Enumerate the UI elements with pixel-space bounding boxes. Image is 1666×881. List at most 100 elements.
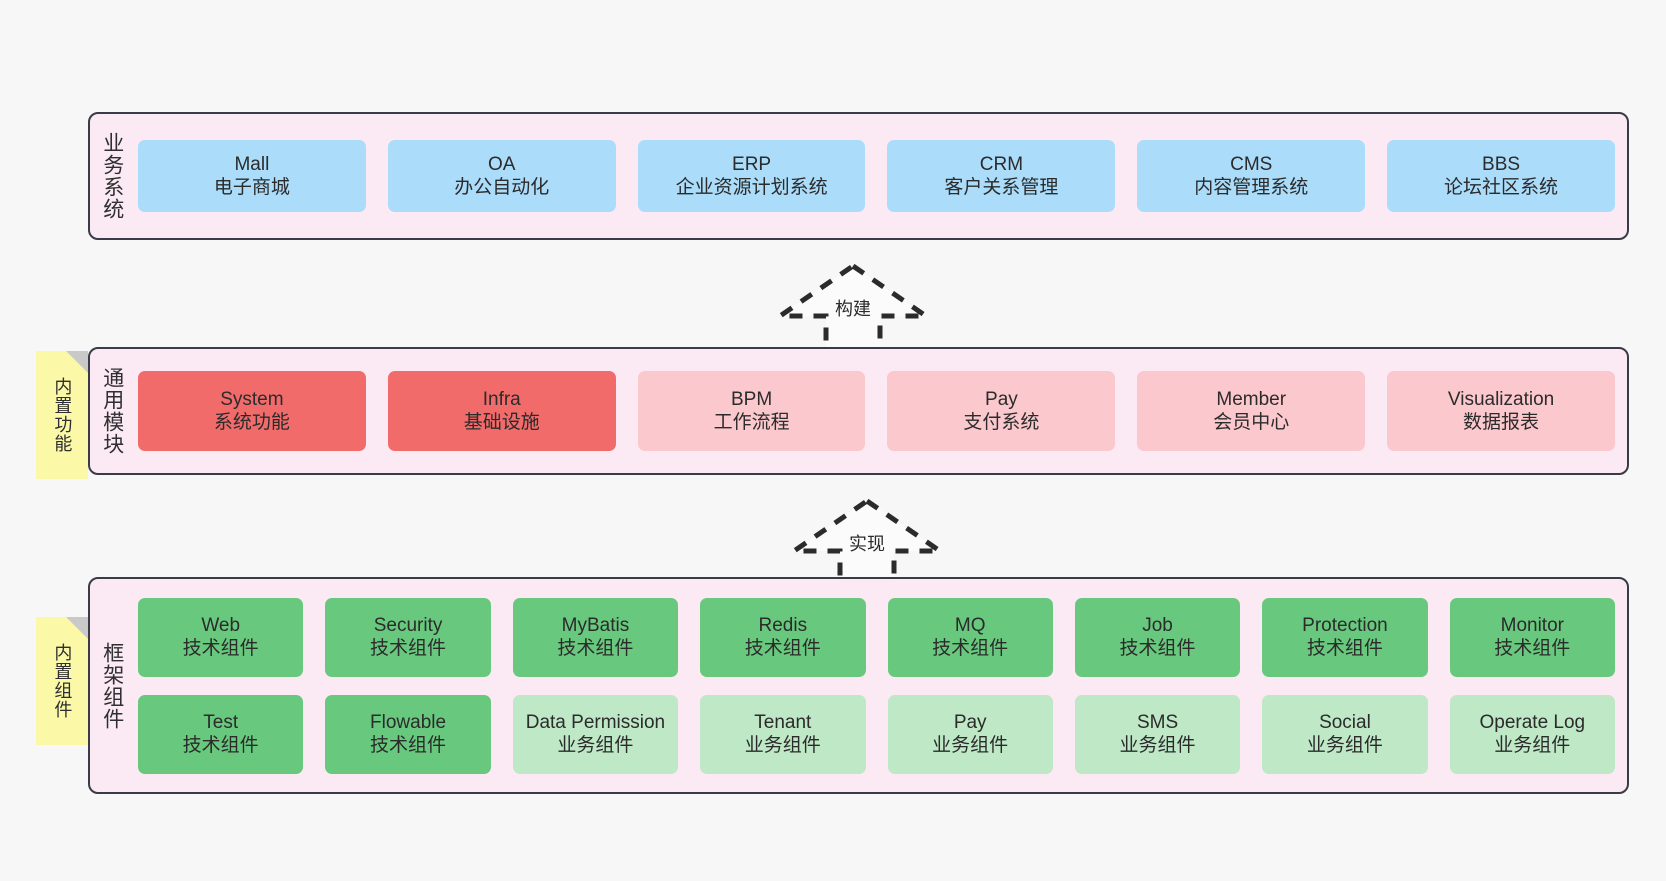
layer-business-system-body: Mall 电子商城 OA 办公自动化 ERP 企业资源计划系统 CRM 客户关系… bbox=[134, 114, 1627, 238]
card-data-permission-cn: 业务组件 bbox=[557, 735, 634, 756]
card-pay-module[interactable]: Pay 支付系统 bbox=[887, 371, 1116, 451]
card-cms[interactable]: CMS 内容管理系统 bbox=[1137, 140, 1366, 212]
layer-common-module-body: System 系统功能 Infra 基础设施 BPM 工作流程 Pay 支付系统… bbox=[134, 349, 1627, 473]
card-tenant[interactable]: Tenant 业务组件 bbox=[700, 694, 866, 774]
layer-framework-component-body: Web 技术组件 Security 技术组件 MyBatis 技术组件 Redi… bbox=[134, 579, 1627, 792]
card-web[interactable]: Web 技术组件 bbox=[138, 597, 304, 677]
card-tenant-en: Tenant bbox=[754, 711, 812, 733]
card-job-en: Job bbox=[1142, 614, 1173, 636]
card-mybatis-cn: 技术组件 bbox=[557, 638, 634, 659]
card-social[interactable]: Social 业务组件 bbox=[1262, 694, 1428, 774]
card-mall[interactable]: Mall 电子商城 bbox=[138, 140, 366, 212]
card-operate-log[interactable]: Operate Log 业务组件 bbox=[1449, 694, 1615, 774]
card-social-en: Social bbox=[1319, 711, 1371, 733]
note-builtin-feature-label: 内置功能 bbox=[52, 377, 73, 453]
card-monitor[interactable]: Monitor 技术组件 bbox=[1449, 597, 1615, 677]
card-erp[interactable]: ERP 企业资源计划系统 bbox=[637, 140, 866, 212]
note-fold-corner-icon bbox=[66, 351, 88, 373]
card-erp-cn: 企业资源计划系统 bbox=[675, 177, 828, 198]
card-visualization-cn: 数据报表 bbox=[1463, 412, 1540, 433]
layer-common-module: 通用模块 System 系统功能 Infra 基础设施 BPM 工作流程 Pay… bbox=[88, 347, 1629, 475]
card-member[interactable]: Member 会员中心 bbox=[1137, 371, 1366, 451]
card-mq-cn: 技术组件 bbox=[932, 638, 1009, 659]
card-erp-en: ERP bbox=[732, 153, 772, 175]
card-bpm[interactable]: BPM 工作流程 bbox=[637, 371, 866, 451]
card-mq[interactable]: MQ 技术组件 bbox=[887, 597, 1053, 677]
card-infra[interactable]: Infra 基础设施 bbox=[387, 371, 616, 451]
card-oa[interactable]: OA 办公自动化 bbox=[387, 140, 616, 212]
card-job[interactable]: Job 技术组件 bbox=[1074, 597, 1241, 677]
card-member-en: Member bbox=[1216, 388, 1287, 410]
note-builtin-component: 内置组件 bbox=[36, 617, 88, 745]
layer-framework-component-label: 框架组件 bbox=[100, 641, 124, 730]
card-monitor-en: Monitor bbox=[1500, 614, 1564, 636]
card-mq-en: MQ bbox=[954, 614, 986, 636]
card-bbs[interactable]: BBS 论坛社区系统 bbox=[1387, 140, 1615, 212]
layer-framework-component: 框架组件 Web 技术组件 Security 技术组件 MyBatis 技术组件… bbox=[88, 577, 1629, 794]
business-card-row: Mall 电子商城 OA 办公自动化 ERP 企业资源计划系统 CRM 客户关系… bbox=[138, 140, 1615, 212]
connector-realize-label: 实现 bbox=[849, 534, 885, 554]
card-security-cn: 技术组件 bbox=[370, 638, 447, 659]
card-web-en: Web bbox=[201, 614, 241, 636]
card-redis[interactable]: Redis 技术组件 bbox=[700, 597, 866, 677]
layer-common-module-label: 通用模块 bbox=[100, 367, 124, 455]
card-bbs-cn: 论坛社区系统 bbox=[1444, 177, 1559, 198]
card-web-cn: 技术组件 bbox=[182, 638, 259, 659]
card-bpm-en: BPM bbox=[730, 388, 773, 410]
card-mybatis-en: MyBatis bbox=[561, 614, 630, 636]
note-fold-corner-icon bbox=[66, 617, 88, 639]
card-sms-en: SMS bbox=[1136, 711, 1179, 733]
card-monitor-cn: 技术组件 bbox=[1494, 638, 1571, 659]
card-sms-cn: 业务组件 bbox=[1119, 735, 1196, 756]
card-pay-module-cn: 支付系统 bbox=[963, 412, 1040, 433]
framework-card-row-1: Web 技术组件 Security 技术组件 MyBatis 技术组件 Redi… bbox=[138, 597, 1615, 677]
card-security-en: Security bbox=[373, 614, 443, 636]
card-data-permission[interactable]: Data Permission 业务组件 bbox=[512, 694, 679, 774]
card-pay-module-en: Pay bbox=[985, 388, 1018, 410]
card-visualization[interactable]: Visualization 数据报表 bbox=[1387, 371, 1615, 451]
card-oa-cn: 办公自动化 bbox=[454, 177, 550, 198]
card-oa-en: OA bbox=[488, 153, 516, 175]
card-system-cn: 系统功能 bbox=[213, 412, 290, 433]
card-redis-en: Redis bbox=[758, 614, 808, 636]
card-bpm-cn: 工作流程 bbox=[713, 412, 790, 433]
card-test-cn: 技术组件 bbox=[182, 735, 259, 756]
card-protection-cn: 技术组件 bbox=[1306, 638, 1383, 659]
card-crm-en: CRM bbox=[979, 153, 1024, 175]
common-card-row: System 系统功能 Infra 基础设施 BPM 工作流程 Pay 支付系统… bbox=[138, 371, 1615, 451]
card-operate-log-cn: 业务组件 bbox=[1494, 735, 1571, 756]
card-flowable-cn: 技术组件 bbox=[370, 735, 447, 756]
card-crm[interactable]: CRM 客户关系管理 bbox=[887, 140, 1116, 212]
card-pay-component-en: Pay bbox=[953, 711, 987, 733]
card-member-cn: 会员中心 bbox=[1213, 412, 1290, 433]
card-test[interactable]: Test 技术组件 bbox=[138, 694, 304, 774]
card-mall-en: Mall bbox=[234, 153, 270, 175]
card-infra-cn: 基础设施 bbox=[463, 412, 540, 433]
card-data-permission-en: Data Permission bbox=[525, 711, 666, 733]
card-mall-cn: 电子商城 bbox=[213, 177, 290, 198]
connector-build-label: 构建 bbox=[835, 299, 871, 319]
card-sms[interactable]: SMS 业务组件 bbox=[1074, 694, 1241, 774]
note-builtin-component-label: 内置组件 bbox=[52, 643, 73, 719]
card-system-en: System bbox=[220, 388, 284, 410]
card-protection[interactable]: Protection 技术组件 bbox=[1262, 597, 1428, 677]
card-cms-en: CMS bbox=[1230, 153, 1273, 175]
card-protection-en: Protection bbox=[1302, 614, 1388, 636]
card-system[interactable]: System 系统功能 bbox=[138, 371, 366, 451]
card-cms-cn: 内容管理系统 bbox=[1194, 177, 1309, 198]
card-pay-component[interactable]: Pay 业务组件 bbox=[887, 694, 1053, 774]
card-infra-en: Infra bbox=[482, 388, 521, 410]
card-flowable[interactable]: Flowable 技术组件 bbox=[325, 694, 491, 774]
connector-build: 构建 bbox=[758, 258, 948, 358]
card-mybatis[interactable]: MyBatis 技术组件 bbox=[512, 597, 679, 677]
card-test-en: Test bbox=[203, 711, 239, 733]
card-bbs-en: BBS bbox=[1482, 153, 1521, 175]
card-security[interactable]: Security 技术组件 bbox=[325, 597, 491, 677]
card-redis-cn: 技术组件 bbox=[744, 638, 821, 659]
note-builtin-feature: 内置功能 bbox=[36, 351, 88, 479]
framework-card-row-2: Test 技术组件 Flowable 技术组件 Data Permission … bbox=[138, 694, 1615, 774]
card-tenant-cn: 业务组件 bbox=[744, 735, 821, 756]
card-operate-log-en: Operate Log bbox=[1479, 711, 1586, 733]
card-pay-component-cn: 业务组件 bbox=[932, 735, 1009, 756]
card-social-cn: 业务组件 bbox=[1306, 735, 1383, 756]
